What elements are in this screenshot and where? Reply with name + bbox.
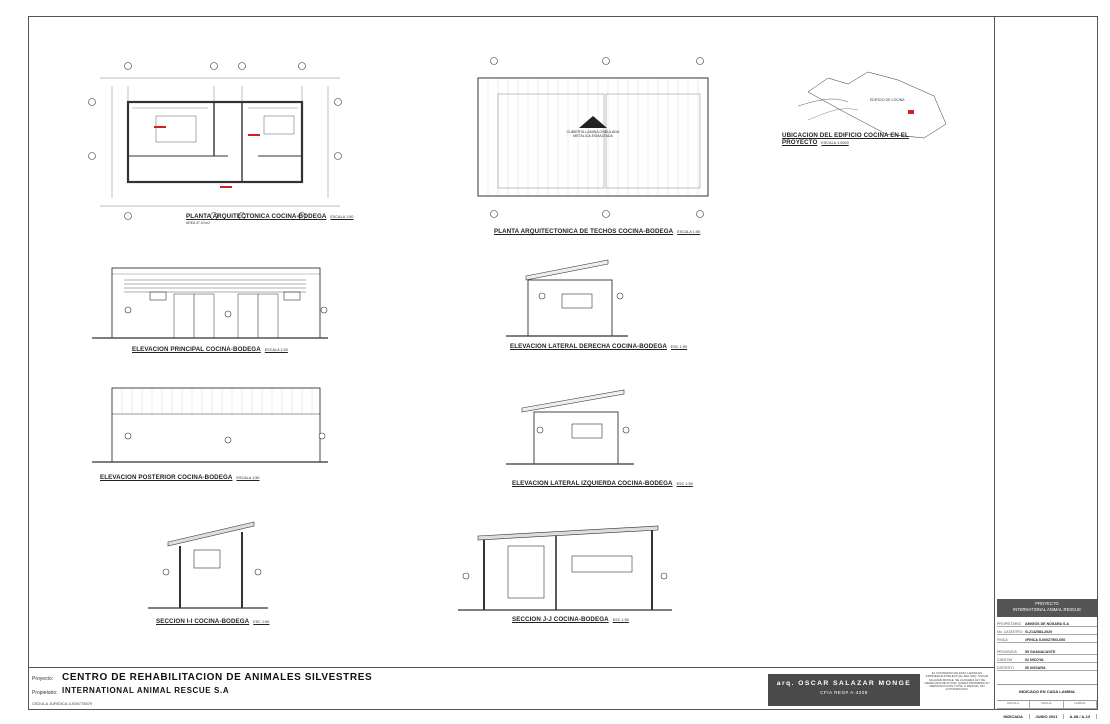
project-header: PROYECTO INTERNATIONAL ANIMAL RESCUE xyxy=(997,599,1097,617)
section-i xyxy=(148,521,268,609)
tb-row: FINCA#FINCA 5-00027503-000 xyxy=(997,638,1097,643)
roof-plan xyxy=(477,57,709,218)
location-marker: EDIFICIO DE COCINA xyxy=(870,98,905,102)
section-j xyxy=(458,525,672,611)
foot-val: INDICADA xyxy=(997,713,1031,719)
left-elev-title: ELEVACION LATERAL IZQUIERDA COCINA-BODEG… xyxy=(512,480,693,487)
architect-name: arq. OSCAR SALAZAR MONGE xyxy=(776,680,912,687)
foot-head: FECHA xyxy=(1030,701,1064,708)
back-elevation xyxy=(92,387,328,463)
location-title: UBICACION DEL EDIFICIO COCINA EN EL PROY… xyxy=(782,132,909,146)
foot-head: ESCALA xyxy=(997,701,1031,708)
owner-name: INTERNATIONAL ANIMAL RESCUE S.A xyxy=(62,686,230,695)
legal-note: EL CONTENIDO DE ESTA LAMINA ES PROPIEDAD… xyxy=(924,671,990,692)
right-elevation xyxy=(506,259,628,337)
title-block-right: PROYECTO INTERNATIONAL ANIMAL RESCUE PRO… xyxy=(994,16,1098,719)
location-map xyxy=(797,71,947,139)
title-block-bottom: Proyecto: CENTRO DE REHABILITACION DE AN… xyxy=(28,667,994,710)
scale-note: INDICADO EN CADA LAMINA xyxy=(997,684,1097,694)
sheet-frame xyxy=(28,16,1098,710)
architect-registry: CFIA REG# A-4208 xyxy=(820,690,868,695)
foot-val: JUNIO 2021 xyxy=(1030,713,1064,719)
floor-plan xyxy=(88,62,342,220)
roof-title: PLANTA ARQUITECTONICA DE TECHOS COCINA-B… xyxy=(494,228,701,235)
front-elevation xyxy=(92,267,328,339)
foot-head: LAMINA xyxy=(1064,701,1097,708)
drawings-svg xyxy=(88,57,947,611)
architect-stamp: arq. OSCAR SALAZAR MONGE CFIA REG# A-420… xyxy=(768,674,920,706)
sheet-number: A-08 / A-13 xyxy=(1064,713,1097,719)
plan-area: AREA 37.20 m2 xyxy=(186,221,211,225)
project-key: Proyecto: xyxy=(32,676,54,682)
project-name: CENTRO DE REHABILITACION DE ANIMALES SIL… xyxy=(62,672,373,683)
owner-id: CEDULA JURIDICA 3-006775879 xyxy=(32,701,93,706)
owner-key: Propietario: xyxy=(32,690,58,696)
left-elevation xyxy=(506,389,634,465)
roof-note: CUBIERTA LAMINA ONDULADA METALICA ESMALT… xyxy=(566,130,620,138)
sheet-info: ESCALA FECHA LAMINA INDICADA JUNIO 2021 … xyxy=(997,700,1097,724)
